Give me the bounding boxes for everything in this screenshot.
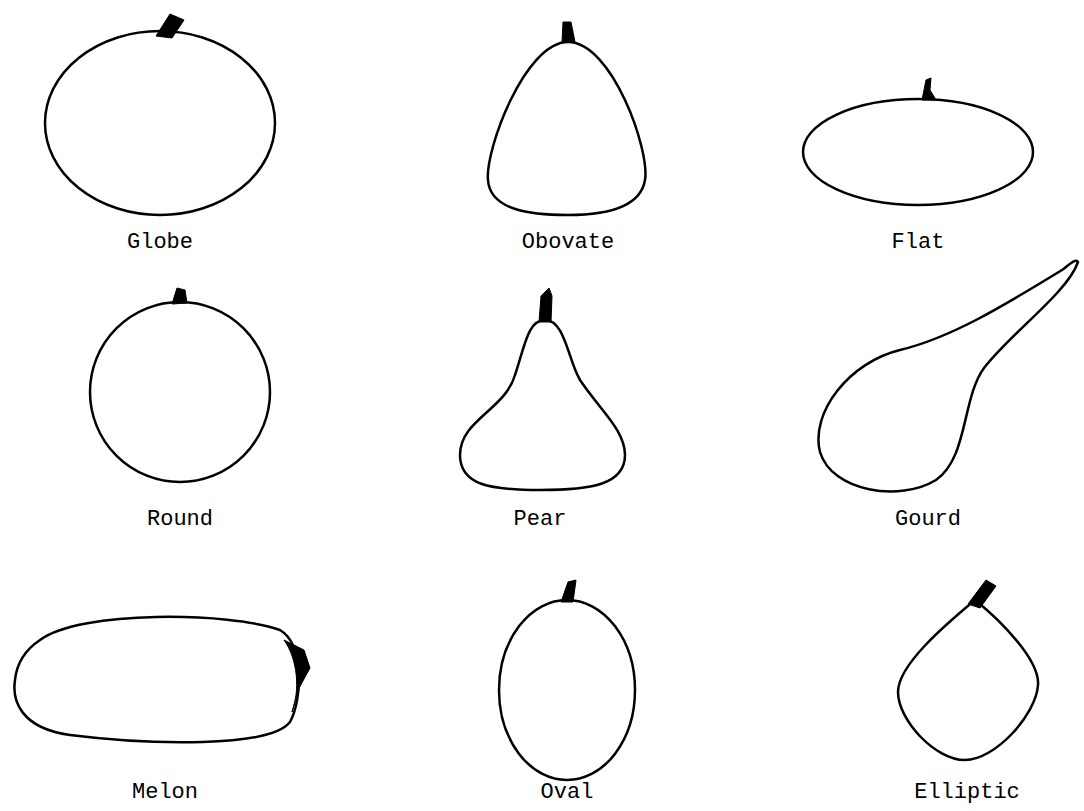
melon-shape	[14, 617, 310, 742]
flat-shape	[803, 78, 1033, 205]
shape-label: Oval	[541, 780, 594, 806]
shape-label: Melon	[132, 780, 198, 806]
elliptic-shape	[898, 580, 1038, 760]
shape-label: Elliptic	[914, 780, 1020, 806]
shape-label: Gourd	[895, 507, 961, 533]
shape-label: Pear	[514, 507, 567, 533]
shape-label: Flat	[892, 230, 945, 256]
shape-label: Globe	[127, 230, 193, 256]
obovate-shape	[488, 22, 646, 215]
gourd-shape	[818, 261, 1078, 492]
shape-label: Obovate	[522, 230, 614, 256]
globe-shape	[45, 14, 275, 215]
pear-shape	[460, 288, 625, 490]
round-shape	[90, 288, 270, 482]
shape-label: Round	[147, 507, 213, 533]
oval-shape	[499, 580, 635, 780]
